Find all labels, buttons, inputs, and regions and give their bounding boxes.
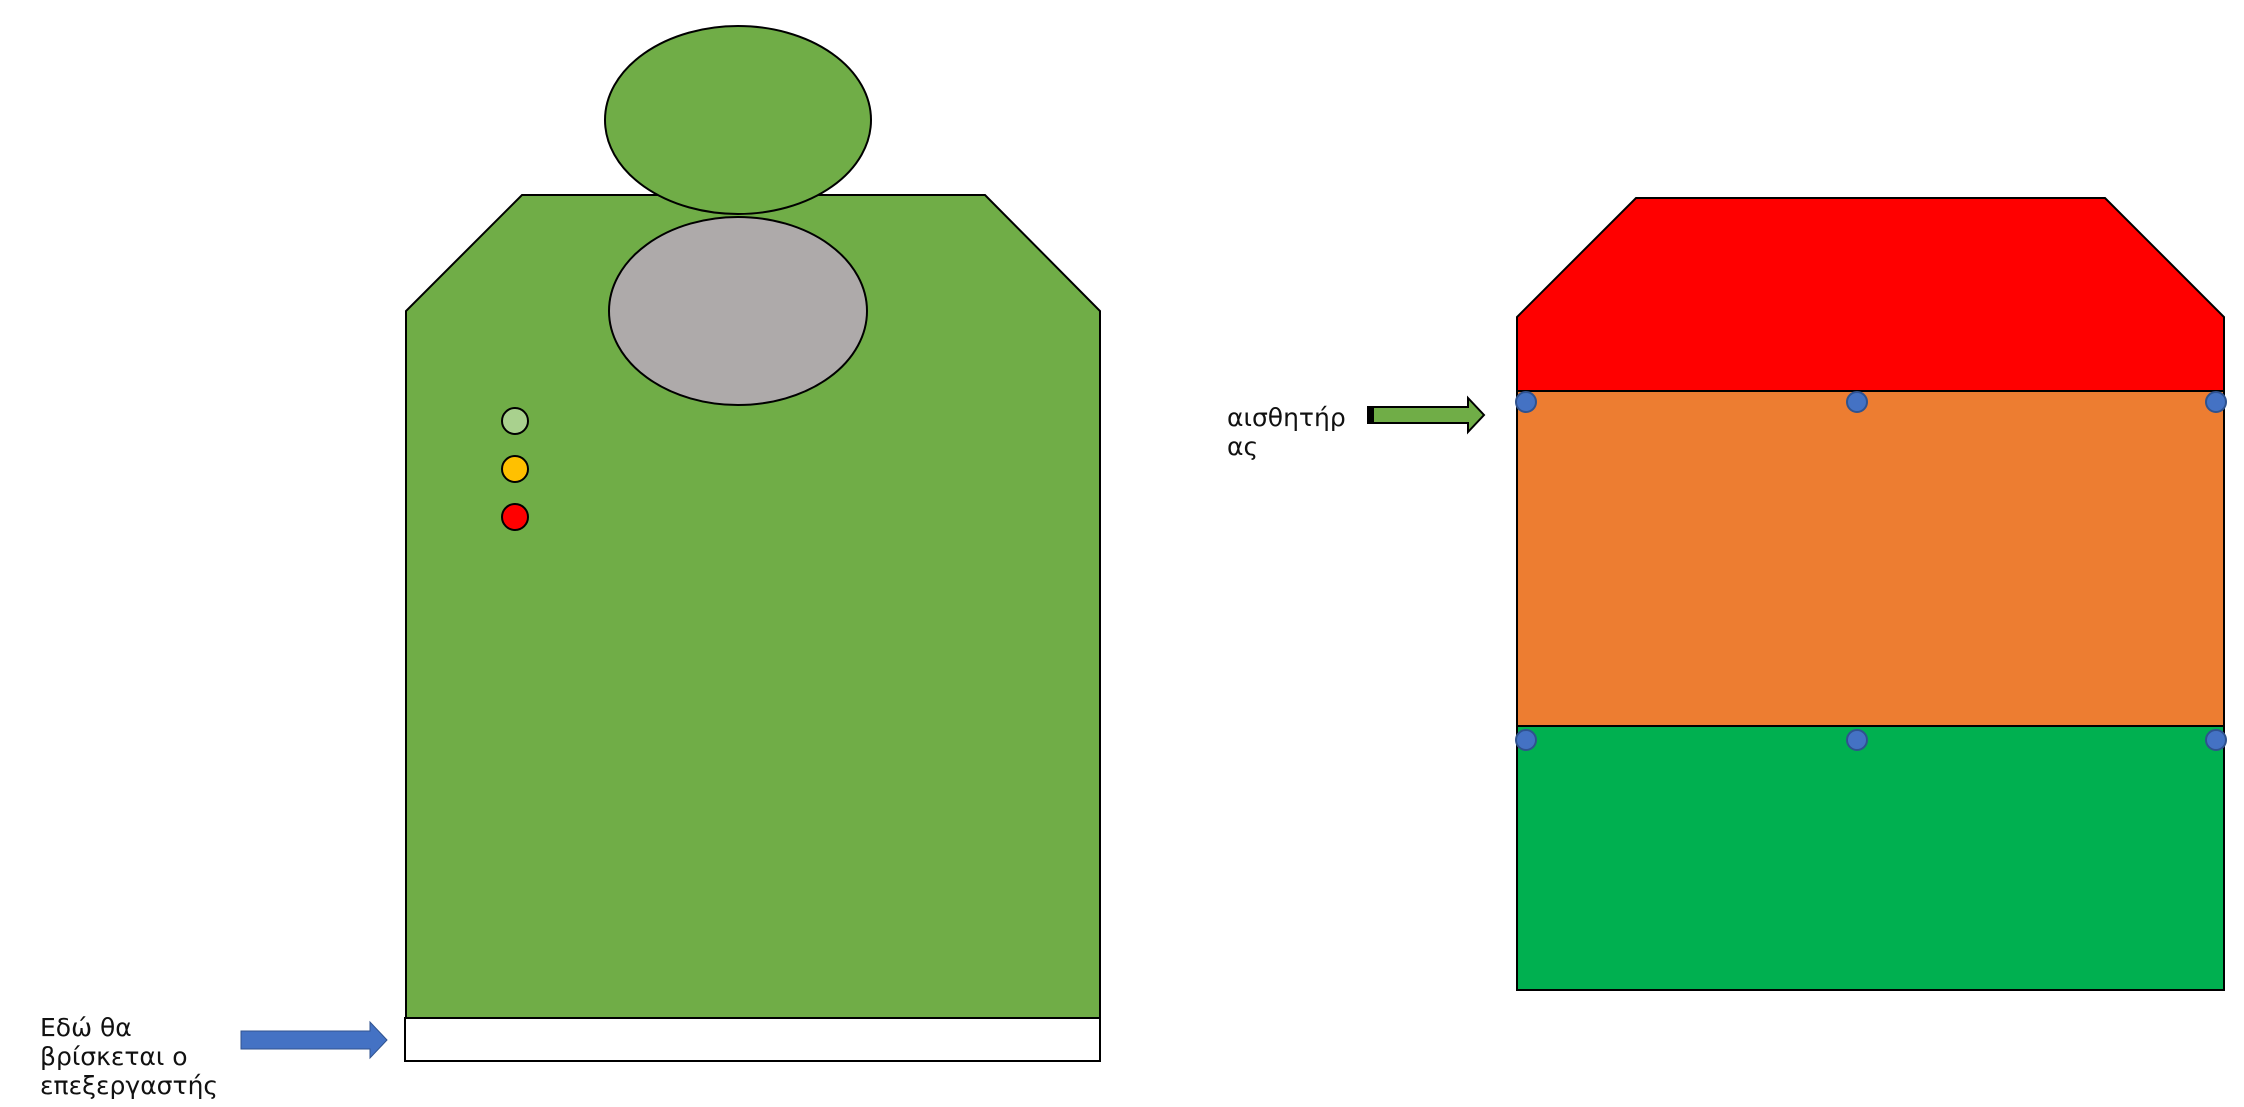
connector-dot-icon — [1846, 391, 1868, 413]
connector-dot-icon — [1515, 729, 1537, 751]
connector-dot-icon — [2205, 729, 2227, 751]
processor-label: Εδώ θα βρίσκεται ο επεξεργαστής — [40, 1013, 218, 1100]
connector-dot-icon — [1846, 729, 1868, 751]
processor-slot — [404, 1017, 1101, 1062]
connector-dot-icon — [1515, 391, 1537, 413]
processor-arrow-icon — [240, 1020, 388, 1060]
sensor-label-line: αισθητήρ — [1227, 403, 1346, 432]
device-face-panel — [608, 216, 868, 406]
device-head — [604, 25, 872, 215]
connector-dot-icon — [2205, 391, 2227, 413]
led-light-green-icon — [501, 407, 529, 435]
left-device — [404, 25, 1101, 1062]
sensor-label: αισθητήρ ας — [1227, 403, 1346, 461]
led-red-icon — [501, 503, 529, 531]
processor-label-line: βρίσκεται ο — [40, 1042, 188, 1071]
right-device — [1515, 197, 2227, 991]
sensor-label-line: ας — [1227, 432, 1259, 461]
top-section — [1516, 197, 2225, 392]
processor-label-line: Εδώ θα — [40, 1013, 132, 1042]
led-yellow-icon — [501, 455, 529, 483]
processor-label-line: επεξεργαστής — [40, 1071, 219, 1100]
bottom-section — [1516, 725, 2225, 991]
middle-section — [1516, 390, 2225, 727]
sensor-arrow-icon — [1367, 395, 1486, 435]
